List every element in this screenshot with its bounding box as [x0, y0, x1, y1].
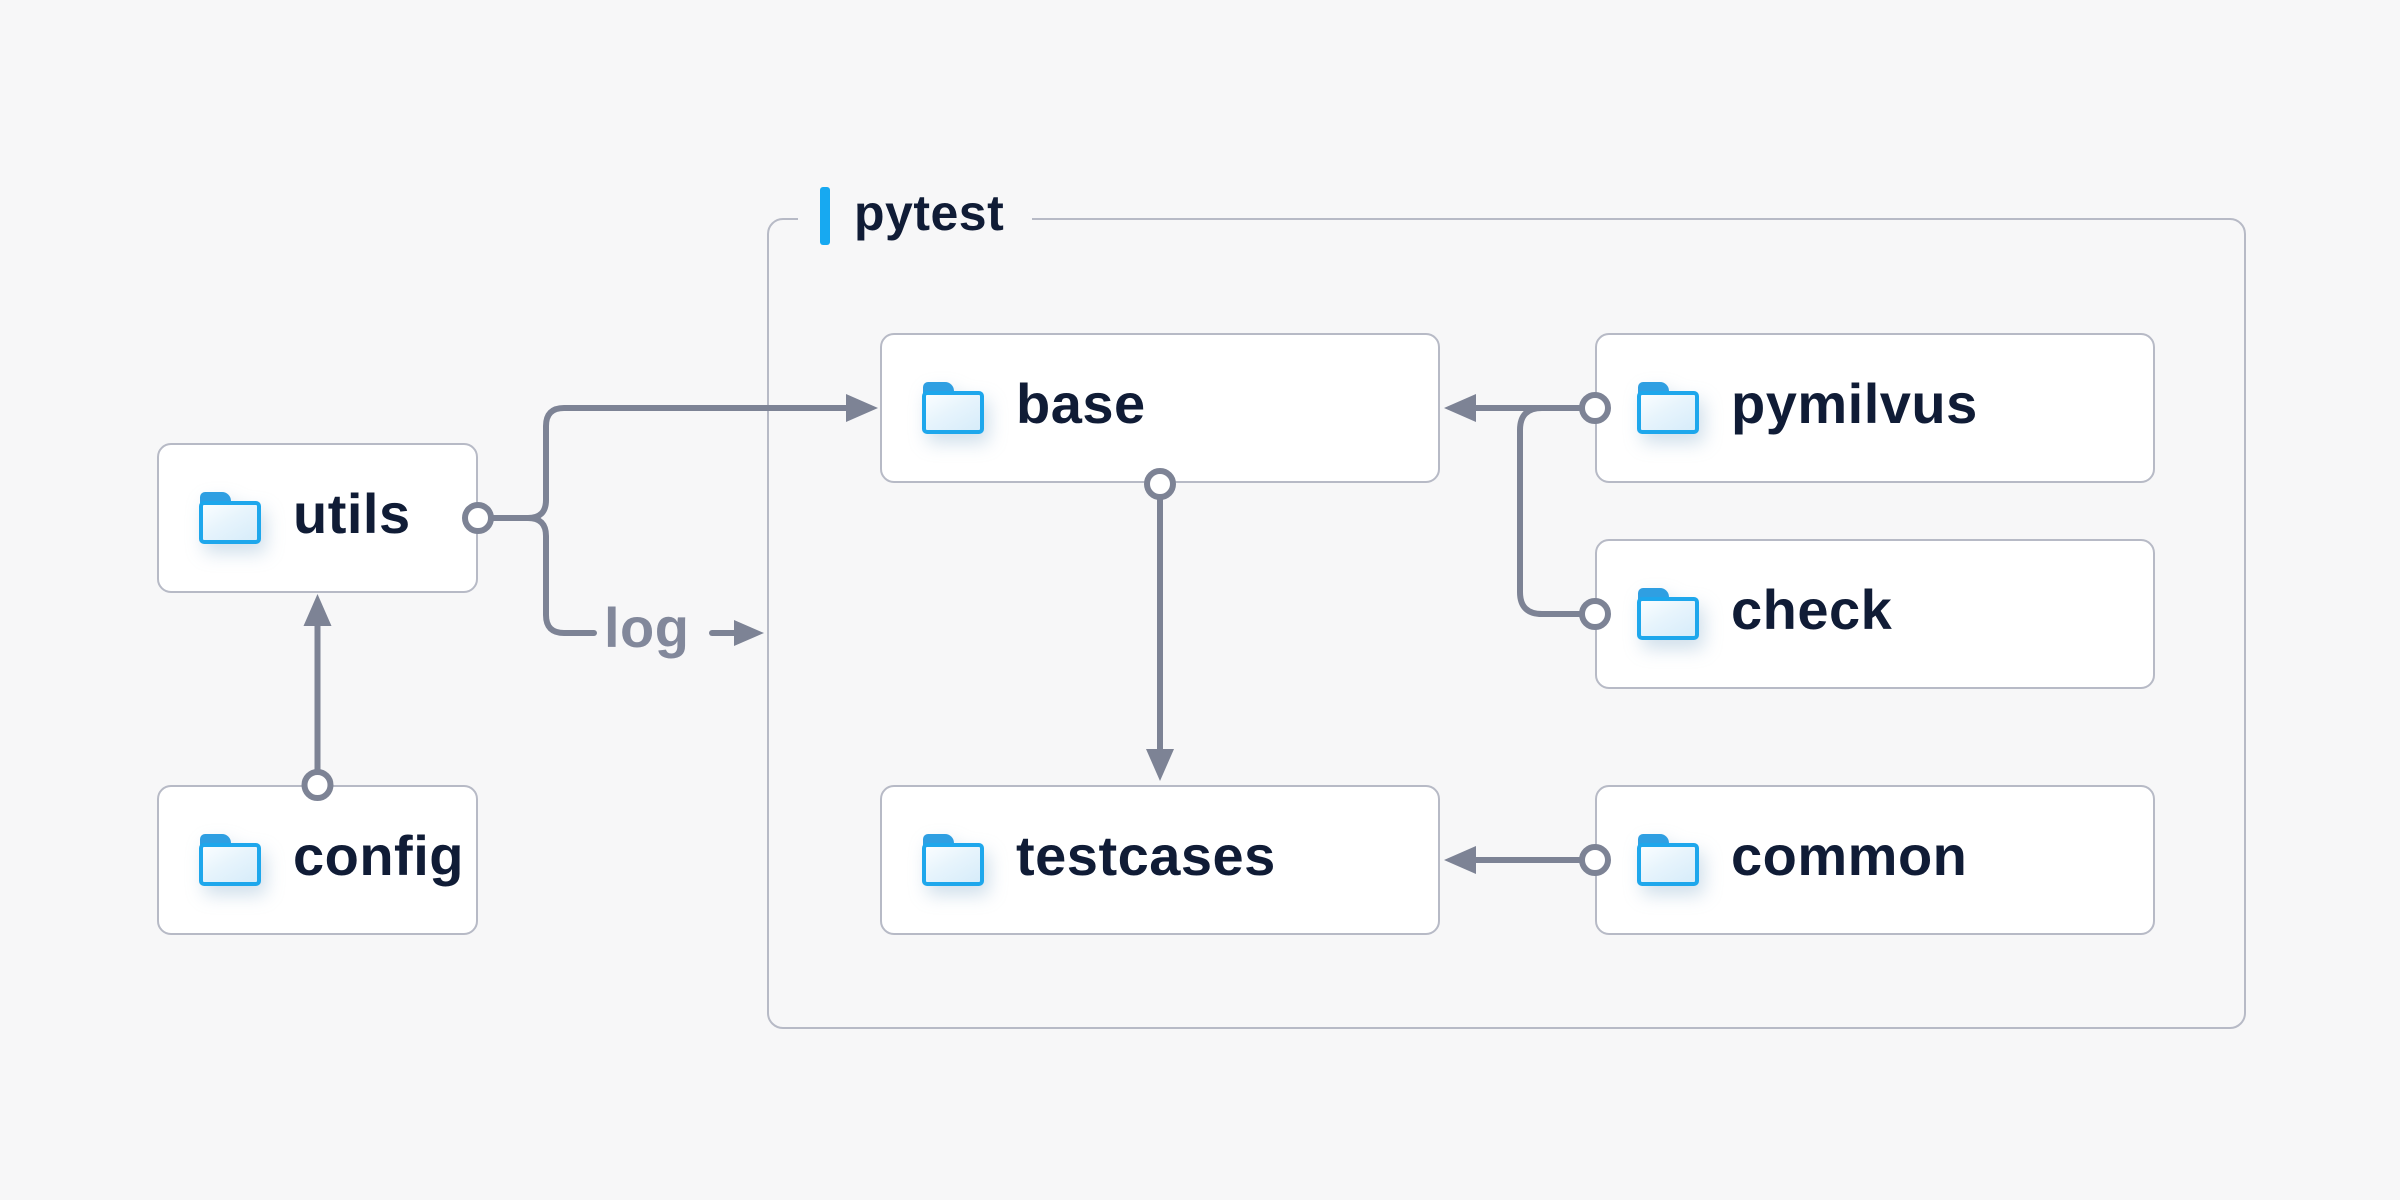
node-utils-label: utils: [293, 482, 411, 545]
pytest-group-container: [767, 218, 2246, 1029]
node-testcases: testcases: [880, 785, 1440, 935]
folder-icon: [199, 834, 261, 886]
folder-icon: [922, 834, 984, 886]
node-common-label: common: [1731, 824, 1968, 887]
edge-label-log: log: [604, 596, 690, 659]
folder-icon: [1637, 382, 1699, 434]
node-base: base: [880, 333, 1440, 483]
edge-log-arrowhead-icon: [734, 620, 764, 646]
pytest-group-label: pytest: [854, 185, 1005, 241]
node-config-label: config: [293, 824, 464, 887]
edge-config-utils-arrowhead-icon: [303, 594, 332, 626]
node-config: config: [157, 785, 478, 935]
node-pymilvus: pymilvus: [1595, 333, 2155, 483]
node-check: check: [1595, 539, 2155, 689]
node-common: common: [1595, 785, 2155, 935]
folder-icon: [1637, 588, 1699, 640]
edge-utils-log-line: [525, 515, 597, 636]
folder-icon: [199, 492, 261, 544]
accent-bar-icon: [820, 187, 830, 245]
node-testcases-label: testcases: [1016, 824, 1276, 887]
node-check-label: check: [1731, 578, 1893, 641]
node-base-label: base: [1016, 372, 1146, 435]
folder-icon: [1637, 834, 1699, 886]
node-pymilvus-label: pymilvus: [1731, 372, 1978, 435]
node-utils: utils: [157, 443, 478, 593]
folder-icon: [922, 382, 984, 434]
pytest-group-header: pytest: [798, 183, 1033, 249]
